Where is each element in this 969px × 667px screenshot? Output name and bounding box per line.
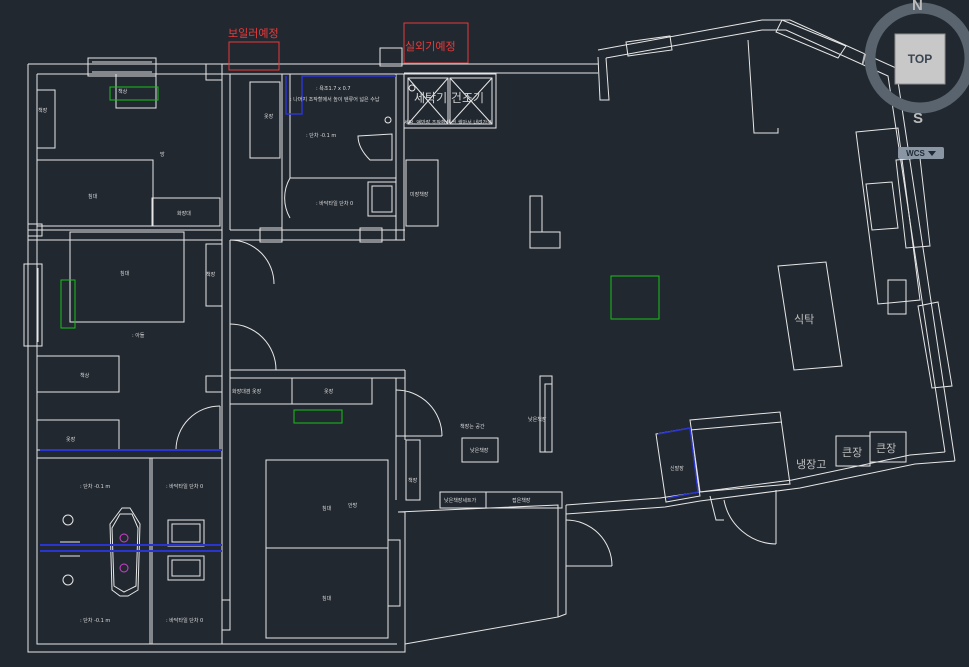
bath-floor-tile-label: : 바닥타일 단차 0: [316, 200, 353, 207]
bathtub-size-label: : 욕조1.7 x 0.7: [316, 86, 351, 92]
interior-walls: [27, 63, 561, 644]
desk-room2-label: 책상: [80, 372, 90, 379]
viewcube-ring[interactable]: [864, 2, 969, 114]
wcs-label: WCS: [906, 148, 925, 158]
bookshelf-left-label: 책장: [38, 107, 48, 114]
long-shelf-label: 접은책장: [512, 497, 531, 504]
bath2-step-label: : 단차 -0.1 m: [80, 617, 110, 624]
bath-step-label: : 단차 -0.1 m: [306, 132, 336, 139]
wardrobe-small-label: 옷장: [264, 113, 274, 120]
bath-fixtures: [60, 73, 497, 597]
windows: [23, 19, 953, 607]
dresser-room1-label: 화장대: [177, 210, 191, 217]
bed-room1-label: 침대: [88, 193, 98, 200]
compass-south[interactable]: S: [913, 110, 923, 127]
viewcube-face[interactable]: [894, 33, 946, 85]
low-shelf1-label: 낮은책장: [528, 416, 547, 423]
room3-dresser-label: 화장대겸 옷장: [232, 388, 262, 395]
pantry-label: 신발장: [670, 465, 684, 472]
bath-storage-note-label: : 나머지 조작할에서 높이 텐류어 넓은 수납: [290, 96, 380, 103]
washer-dryer-label: 세탁기 건조기: [414, 91, 484, 105]
furniture: [36, 73, 921, 639]
side-shelf-label: 책장: [408, 477, 418, 484]
bed-bottom-label: 침대: [322, 595, 332, 602]
compass-north[interactable]: N: [912, 0, 923, 14]
low-shelf-set-label: 낮은책장세트가: [444, 497, 477, 504]
room3-label: 안방: [348, 502, 358, 509]
big-cabinet2-label: 큰장: [876, 442, 896, 455]
bed-room2-label: 침대: [120, 270, 130, 277]
room3-wardrobe-label: 옷장: [324, 388, 334, 395]
chevron-down-icon: [927, 150, 936, 156]
markers: [40, 22, 699, 573]
shoe-cabinet-label: 미장책장: [410, 191, 429, 198]
bath2-floor-tile-label: : 바닥타일 단차 0: [166, 617, 203, 624]
wardrobe-room2-label: 옷장: [66, 436, 76, 443]
washer-note-label: 세탁, 액반장 조작환산 씬 쌀아서 내려가보: [404, 119, 492, 126]
bookshelf-room2-label: 책장: [206, 271, 216, 278]
wcs-menu[interactable]: WCS: [898, 147, 944, 159]
fridge-label: 냉장고: [796, 458, 826, 471]
dining-table-label: 식탁: [794, 313, 814, 326]
doors: [175, 177, 777, 631]
outdoor-unit-label: 실외기예정: [405, 40, 456, 53]
low-shelf2-label: 낮은책장: [470, 447, 489, 454]
boiler-label: 보일러예정: [228, 26, 279, 40]
bath1-step-label: : 단차 -0.1 m: [80, 483, 110, 490]
desk-room1-label: 책상: [118, 88, 128, 95]
viewcube-top-label[interactable]: TOP: [908, 52, 932, 66]
room2-label: : 아들: [132, 332, 145, 339]
big-cabinet1-label: 큰장: [842, 446, 862, 459]
book-space-label: 책장는 공간: [460, 423, 485, 430]
viewcube[interactable]: N W S TOP: [862, 0, 969, 130]
compass-west[interactable]: W: [862, 51, 867, 68]
bath1-floor-tile-label: : 바닥타일 단차 0: [166, 483, 203, 490]
room1-label: 방: [160, 151, 165, 158]
bed-top-label: 침대: [322, 505, 332, 512]
